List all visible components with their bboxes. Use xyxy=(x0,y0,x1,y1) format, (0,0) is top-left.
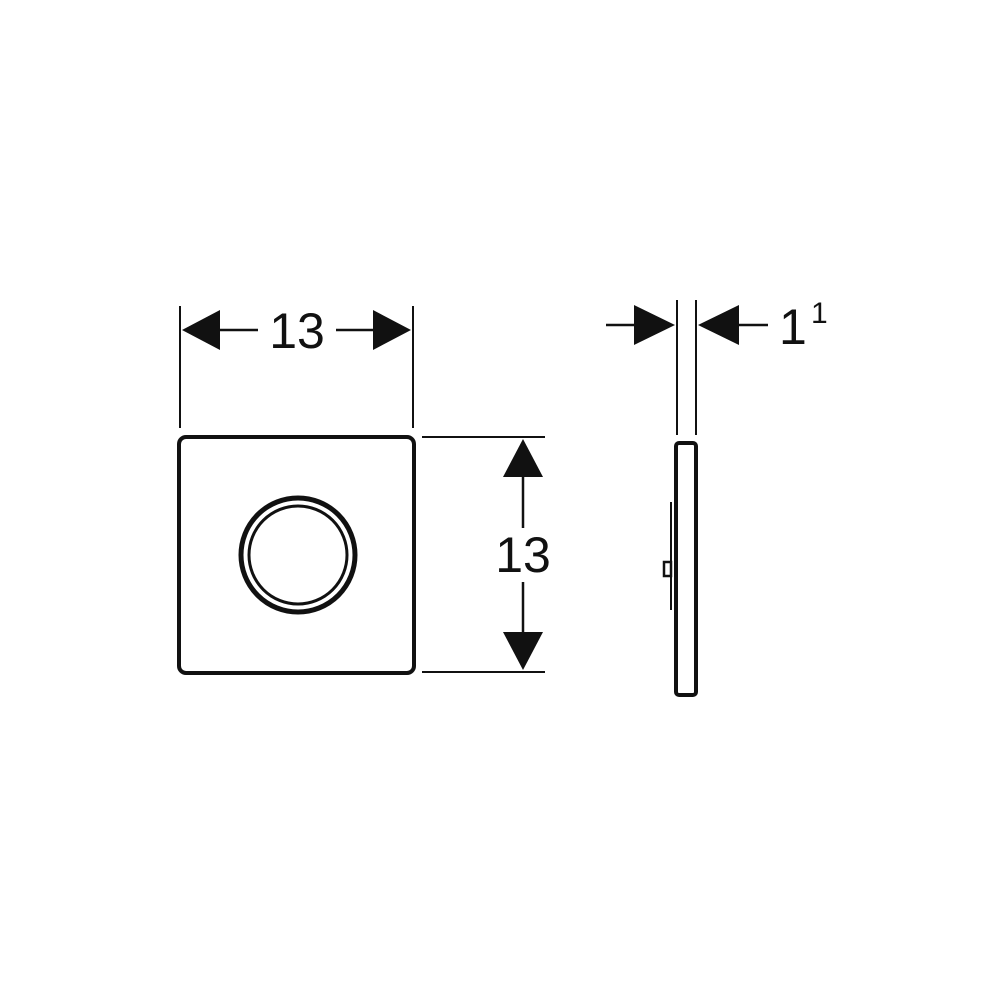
height-label: 13 xyxy=(495,527,551,583)
front-view xyxy=(177,435,416,675)
height-arrow-top xyxy=(503,439,543,477)
height-dimension: 13 xyxy=(422,436,551,673)
width-arrow-right xyxy=(373,310,411,350)
side-view xyxy=(662,441,698,697)
width-dimension: 13 xyxy=(179,303,414,428)
thickness-dimension: 1 1 xyxy=(606,297,828,435)
side-rear-tab-pin xyxy=(662,560,673,578)
width-label: 13 xyxy=(269,303,325,359)
front-plate-outline xyxy=(177,435,416,675)
width-arrow-left xyxy=(182,310,220,350)
thickness-arrow-left xyxy=(634,305,675,345)
flush-button-outer-ring xyxy=(238,495,358,615)
thickness-superscript: 1 xyxy=(811,297,828,330)
side-plate-outline xyxy=(674,441,698,697)
flush-button-inner-ring xyxy=(247,504,349,606)
thickness-label: 1 xyxy=(779,299,807,355)
height-arrow-bottom xyxy=(503,632,543,670)
thickness-arrow-right xyxy=(698,305,739,345)
